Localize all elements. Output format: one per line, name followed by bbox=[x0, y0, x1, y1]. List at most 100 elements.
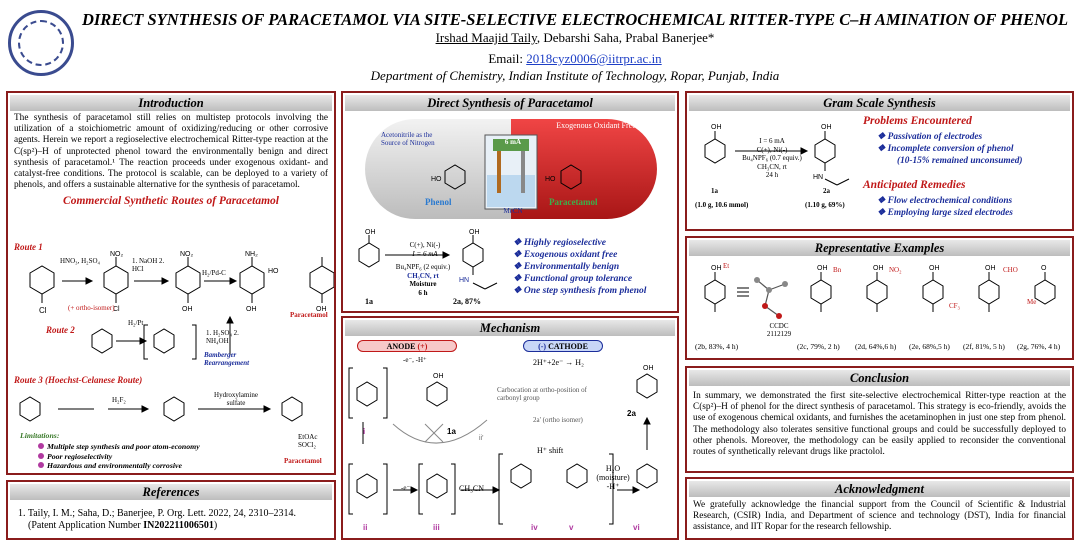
feature-item: ❖ Environmentally benign bbox=[513, 262, 620, 272]
svg-text:OH: OH bbox=[433, 373, 444, 380]
gram-scale-scheme: OH OH HN bbox=[704, 124, 850, 186]
main-author: Irshad Maajid Taily bbox=[435, 30, 537, 45]
acknowledgment-text: We gratefully acknowledge the financial … bbox=[693, 500, 1066, 533]
bamberger-note: Bamberger Rearrangement bbox=[204, 351, 250, 367]
svg-text:OH: OH bbox=[182, 306, 193, 313]
route2-cond2: 1. H₂SO₄ 2. NH₄OH bbox=[206, 329, 239, 345]
water-step: H₂O (moisture) -H⁺ bbox=[596, 464, 630, 491]
ortho-isomer-label: 2a' (ortho isomer) bbox=[533, 416, 583, 424]
limitations-list: Multiple step synthesis and poor atom-ec… bbox=[38, 442, 200, 471]
example-sub-2g: Me bbox=[1027, 298, 1037, 306]
route3-label: Route 3 (Hoechst-Celanese Route) bbox=[14, 375, 143, 385]
gram-sm: 1a bbox=[711, 187, 718, 195]
svg-text:OH: OH bbox=[365, 229, 376, 236]
examples-structures: OH OH OH OH OH O bbox=[704, 265, 1056, 319]
cathode-reaction: 2H⁺+2e⁻ → H₂ bbox=[533, 358, 584, 367]
paracetamol-label-1: Paracetamol bbox=[290, 311, 328, 319]
svg-text:vi: vi bbox=[633, 523, 640, 532]
email-label: Email: bbox=[488, 51, 527, 66]
acetonitrile-step: CH₃CN bbox=[459, 484, 485, 493]
svg-text:HO: HO bbox=[268, 268, 279, 275]
svg-text:i: i bbox=[363, 427, 365, 436]
gram-prod: 2a bbox=[823, 187, 830, 195]
limitations-heading: Limitations: bbox=[20, 431, 60, 440]
other-authors: , Debarshi Saha, Prabal Banerjee* bbox=[536, 30, 715, 45]
svg-text:OH: OH bbox=[817, 265, 828, 272]
references-panel: References 1. Taily, I. M.; Saha, D.; Ba… bbox=[6, 480, 336, 540]
introduction-heading: Introduction bbox=[10, 95, 332, 111]
svg-text:OH: OH bbox=[873, 265, 884, 272]
svg-text:2a: 2a bbox=[627, 409, 636, 418]
gram-scale-heading: Gram Scale Synthesis bbox=[689, 95, 1070, 111]
example-caption: (2c, 79%, 2 h) bbox=[797, 342, 840, 351]
references-heading: References bbox=[10, 484, 332, 500]
features-list: ❖ Highly regioselective ❖ Exogenous oxid… bbox=[513, 237, 646, 297]
problems-heading: Problems Encountered bbox=[863, 115, 972, 127]
svg-text:NH₂: NH₂ bbox=[245, 251, 258, 258]
feature-item: ❖ One step synthesis from phenol bbox=[513, 286, 647, 296]
acknowledgment-heading: Acknowledgment bbox=[689, 481, 1070, 497]
svg-text:ii: ii bbox=[363, 523, 367, 532]
sm-label: 1a bbox=[365, 297, 373, 306]
route3-cond3: EtOAc SOCl₂ bbox=[298, 433, 318, 449]
mechanism-panel: Mechanism ANODE (+) (-) CATHODE -e⁻, -H⁺… bbox=[341, 316, 679, 540]
acknowledgment-panel: Acknowledgment We gratefully acknowledge… bbox=[685, 477, 1074, 540]
feature-item: ❖ Highly regioselective bbox=[513, 238, 606, 248]
carbocation-note: Carbocation at ortho-position of carbony… bbox=[497, 386, 588, 402]
svg-text:NO₂: NO₂ bbox=[110, 251, 124, 258]
phenol-label: Phenol bbox=[425, 197, 452, 207]
route1-cond2: 1. NaOH 2. HCl bbox=[132, 257, 165, 273]
svg-text:OH: OH bbox=[643, 365, 654, 372]
route1-cond3: H₂/Pd-C bbox=[202, 269, 226, 277]
direct-conditions: C(+), Ni(-)I = 6 mA bbox=[409, 241, 441, 258]
examples-panel: Representative Examples OH OH OH OH OH O… bbox=[685, 236, 1074, 360]
pill-right-note: Exogenous Oxidant Free bbox=[556, 121, 636, 130]
example-sub-2e: CF₃ bbox=[949, 302, 961, 310]
paracetamol-label: Paracetamol bbox=[549, 197, 598, 207]
remedies-list: ❖ Flow electrochemical conditions ❖ Empl… bbox=[877, 196, 1013, 218]
direct-reaction-scheme: OH OH HN bbox=[358, 229, 498, 290]
email-link[interactable]: 2018cyz0006@iitrpr.ac.in bbox=[526, 51, 662, 66]
examples-heading: Representative Examples bbox=[689, 240, 1070, 256]
svg-text:HO: HO bbox=[431, 176, 442, 183]
svg-text:OH: OH bbox=[316, 306, 327, 313]
ortho-isomer-note: (+ ortho-isomer) bbox=[68, 304, 115, 312]
svg-text:1a: 1a bbox=[447, 427, 456, 436]
remedies-heading: Anticipated Remedies bbox=[863, 179, 966, 191]
gram-sm-amount: (1.0 g, 10.6 mmol) bbox=[695, 201, 749, 209]
svg-text:HN: HN bbox=[459, 277, 469, 284]
svg-text:OH: OH bbox=[246, 306, 257, 313]
svg-text:OH: OH bbox=[711, 265, 722, 272]
svg-text:ii': ii' bbox=[479, 435, 483, 442]
feature-item: ❖ Functional group tolerance bbox=[513, 274, 633, 284]
route2-scheme bbox=[91, 315, 234, 360]
route3-cond2: Hydroxylamine sulfate bbox=[214, 391, 258, 407]
reference-entry: 1. Taily, I. M.; Saha, D.; Banerjee, P. … bbox=[8, 502, 334, 532]
conclusion-text: In summary, we demonstrated the first si… bbox=[693, 391, 1066, 458]
limitation-item: Hazardous and environmentally corrosive bbox=[38, 461, 200, 471]
pill-left-note: Acetonitrile as the Source of Nitrogen bbox=[381, 131, 435, 147]
commercial-routes-heading: Commercial Synthetic Routes of Paracetam… bbox=[63, 195, 279, 208]
svg-text:O: O bbox=[1041, 265, 1047, 272]
direct-synthesis-heading: Direct Synthesis of Paracetamol bbox=[345, 95, 675, 111]
example-caption: (2d, 64%,6 h) bbox=[855, 342, 897, 351]
example-caption: (2e, 68%,5 h) bbox=[909, 342, 950, 351]
conclusion-panel: Conclusion In summary, we demonstrated t… bbox=[685, 366, 1074, 473]
svg-text:v: v bbox=[569, 523, 574, 532]
email-line: Email: 2018cyz0006@iitrpr.ac.in bbox=[80, 51, 1070, 67]
product-label: 2a, 87% bbox=[453, 297, 481, 306]
svg-text:OH: OH bbox=[469, 229, 480, 236]
example-sub-2b: Et bbox=[723, 262, 730, 270]
route2-label: Route 2 bbox=[46, 325, 75, 335]
affiliation: Department of Chemistry, Indian Institut… bbox=[370, 68, 780, 83]
svg-text:HN: HN bbox=[813, 174, 823, 181]
capsule-graphic: HO HO bbox=[365, 119, 657, 219]
example-sub-2f: CHO bbox=[1003, 266, 1018, 274]
route3-cond1: H₂F₂ bbox=[112, 396, 126, 404]
example-sub-2c: Bn bbox=[833, 266, 842, 274]
route1-scheme: Cl NO₂ Cl NO₂ OH NH₂ OH HO OH bbox=[29, 251, 334, 315]
poster-header: DIRECT SYNTHESIS OF PARACETAMOL VIA SITE… bbox=[0, 0, 1080, 86]
svg-text:iv: iv bbox=[531, 523, 538, 532]
